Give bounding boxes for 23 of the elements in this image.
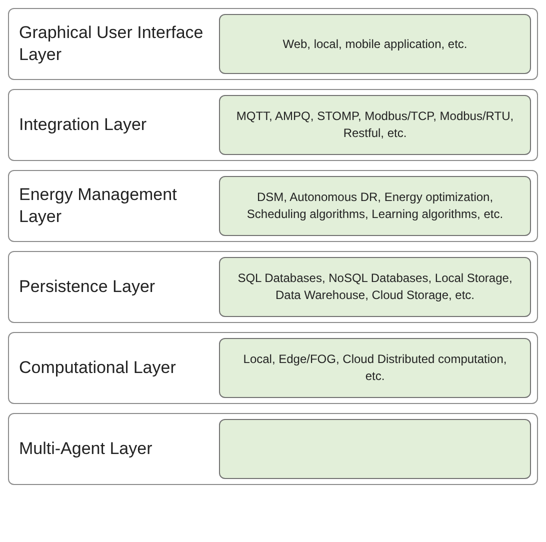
description-text: MQTT, AMPQ, STOMP, Modbus/TCP, Modbus/RTU, Restful, etc.	[236, 108, 514, 142]
description-text: DSM, Autonomous DR, Energy optimization, Scheduling algorithms, Learning algorithms, etc.	[246, 189, 504, 223]
description-text: SQL Databases, NoSQL Databases, Local Storage, Data Warehouse, Cloud Storage, etc.	[236, 270, 514, 304]
layer-title: Multi-Agent Layer	[19, 438, 154, 460]
description-box	[219, 176, 531, 236]
layer-title: Integration Layer	[19, 114, 148, 136]
description-box	[219, 14, 531, 74]
layer-band	[8, 8, 538, 80]
layer-band	[8, 332, 538, 404]
description-box	[219, 419, 531, 479]
layer-title: Graphical User Interface Layer	[19, 22, 204, 66]
layer-band	[8, 251, 538, 323]
description-text: Web, local, mobile application, etc.	[282, 36, 468, 52]
description-box	[219, 95, 531, 155]
layer-title: Persistence Layer	[19, 276, 156, 298]
description-box	[219, 257, 531, 317]
layer-title: Energy Management Layer	[19, 184, 178, 228]
layer-band	[8, 89, 538, 161]
description-box	[219, 338, 531, 398]
layer-title: Computational Layer	[19, 357, 177, 379]
layer-band	[8, 413, 538, 485]
layer-band	[8, 170, 538, 242]
description-text: Local, Edge/FOG, Cloud Distributed computation, etc.	[242, 351, 508, 385]
